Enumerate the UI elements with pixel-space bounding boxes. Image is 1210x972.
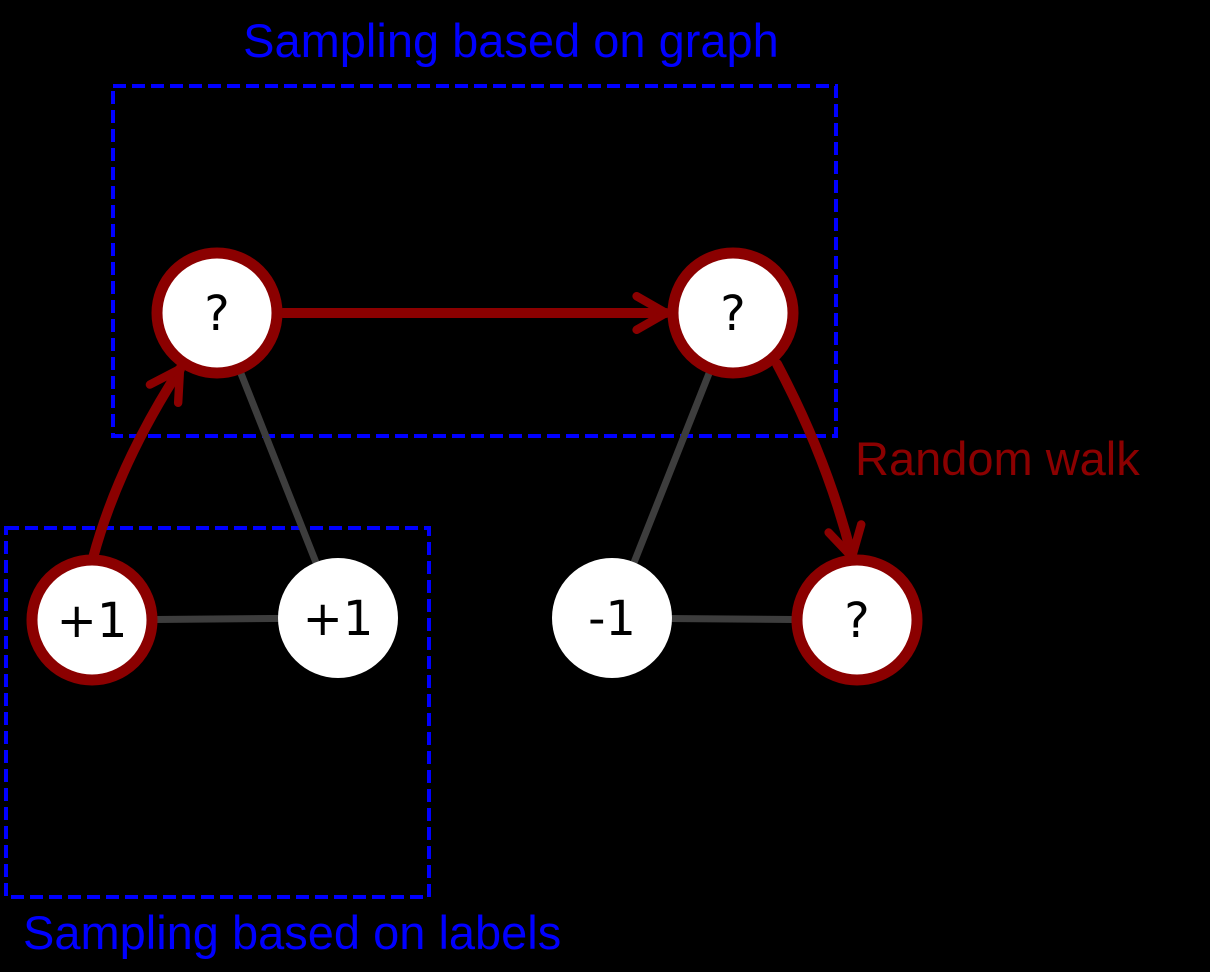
node-circle bbox=[278, 558, 398, 678]
node-unknown-top-left: ? bbox=[151, 247, 283, 379]
walk-arrow-down-right bbox=[772, 359, 852, 557]
node-label: ? bbox=[720, 286, 745, 342]
random-walk-arrows bbox=[88, 313, 852, 563]
node-positive-bottom-left: +1 bbox=[26, 554, 158, 686]
node-circle bbox=[552, 558, 672, 678]
node-negative-bottom-mid: -1 bbox=[552, 558, 672, 678]
node-label: +1 bbox=[57, 593, 128, 649]
walk-arrow-up-left bbox=[88, 369, 185, 563]
node-label: ? bbox=[844, 593, 869, 649]
node-circle bbox=[791, 554, 923, 686]
label-sampling-title: Sampling based on labels bbox=[23, 906, 561, 959]
node-circle bbox=[667, 247, 799, 379]
label-sampling-region-outline bbox=[4, 526, 431, 899]
node-circle bbox=[151, 247, 283, 379]
node-label: +1 bbox=[303, 591, 374, 647]
graph-sampling-title: Sampling based on graph bbox=[243, 14, 779, 67]
random-walk-label: Random walk bbox=[855, 432, 1140, 485]
node-label: ? bbox=[204, 286, 229, 342]
node-unknown-bottom-right: ? bbox=[791, 554, 923, 686]
node-circle bbox=[26, 554, 158, 686]
node-unknown-top-right: ? bbox=[667, 247, 799, 379]
node-label: -1 bbox=[588, 591, 636, 647]
graph-sampling-region-outline bbox=[111, 84, 838, 438]
graph-nodes: ? ? +1 +1 -1 ? bbox=[26, 247, 923, 686]
node-positive-bottom-mid: +1 bbox=[278, 558, 398, 678]
